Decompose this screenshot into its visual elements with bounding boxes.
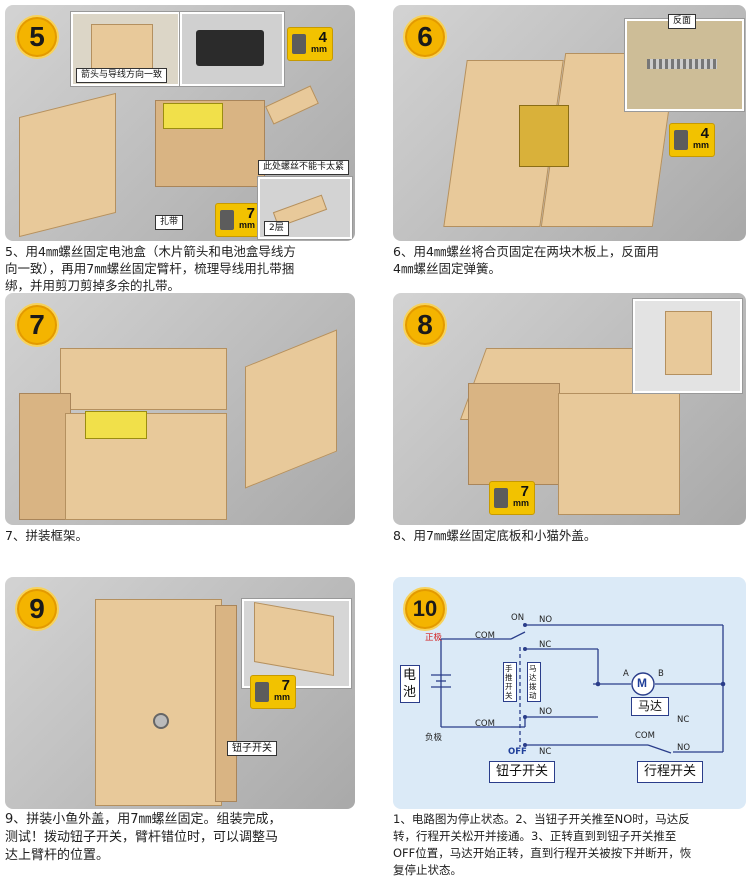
step10-caption-line2: 转，行程开关松开并接通。3、正转直到到钮子开关推至 bbox=[393, 829, 677, 843]
step5-caption-line1: 5、用4㎜螺丝固定电池盒（木片箭头和电池盒导线方 bbox=[5, 244, 296, 259]
step9-inset-lid bbox=[242, 599, 351, 688]
circuit-wires bbox=[431, 623, 726, 754]
com-top-label: COM bbox=[475, 631, 495, 641]
nc-bottom-label: NC bbox=[539, 747, 552, 757]
step7-photo: 7 bbox=[5, 293, 355, 525]
toggle-switch bbox=[153, 713, 169, 729]
wood-piece bbox=[91, 24, 153, 70]
step6-number-badge: 6 bbox=[403, 15, 447, 59]
step5-caption-line3: 绑，并用剪刀剪掉多余的扎带。 bbox=[5, 278, 181, 293]
step8-caption: 8、用7㎜螺丝固定底板和小猫外盖。 bbox=[393, 527, 748, 544]
toggle-switch-box: 钮子开关 bbox=[489, 761, 556, 783]
frame-back bbox=[60, 348, 227, 410]
com-bottom-label: COM bbox=[475, 719, 495, 729]
step5-number-badge: 5 bbox=[15, 15, 59, 59]
no-mid-label: NO bbox=[539, 707, 553, 717]
battery-box bbox=[196, 30, 264, 66]
off-label: OFF bbox=[508, 747, 527, 757]
motor-label: 马达 bbox=[631, 697, 670, 716]
positive-label: 正极 bbox=[425, 633, 443, 643]
step6-caption-line1: 6、用4㎜螺丝将合页固定在两块木板上，反面用 bbox=[393, 244, 659, 259]
step10-caption-line4: 复停止状态。 bbox=[393, 863, 462, 877]
step7-number-badge: 7 bbox=[15, 303, 59, 347]
negative-label: 负极 bbox=[425, 733, 443, 743]
hinge bbox=[519, 105, 569, 167]
step6-inset-reverse bbox=[625, 19, 744, 111]
step8-number-badge: 8 bbox=[403, 303, 447, 347]
motor-a-label: A bbox=[623, 669, 629, 679]
step6-caption-line2: 4㎜螺丝固定弹簧。 bbox=[393, 261, 501, 276]
motor-b-label: B bbox=[658, 669, 664, 679]
step10-caption-line1: 1、电路图为停止状态。2、当钮子开关推至NO时，马达反 bbox=[393, 812, 690, 826]
gear-motor bbox=[163, 103, 223, 129]
limit-nc-label: NC bbox=[677, 715, 690, 725]
box-side bbox=[215, 605, 237, 802]
fish-lid-panel bbox=[254, 601, 334, 677]
nc-top-label: NC bbox=[539, 640, 552, 650]
two-layers-tag: 2层 bbox=[264, 221, 289, 236]
cable-tie-tag: 扎带 bbox=[155, 215, 184, 230]
toggle-switch-tag: 钮子开关 bbox=[227, 741, 277, 756]
push-toggle-note: 手推开关 bbox=[503, 662, 517, 702]
small-box bbox=[665, 311, 712, 375]
step9-number-badge: 9 bbox=[15, 587, 59, 631]
step6-caption: 6、用4㎜螺丝将合页固定在两块木板上，反面用 4㎜螺丝固定弹簧。 bbox=[393, 243, 748, 277]
step9-caption-line2: 测试！拨动钮子开关，臂杆错位时，可以调整马 bbox=[5, 830, 279, 845]
step10-number-badge: 10 bbox=[403, 587, 447, 631]
cat-lid-panel bbox=[19, 92, 116, 238]
step5-caption-line2: 向一致），再用7㎜螺丝固定臂杆，梳理导线用扎带捆 bbox=[5, 261, 295, 276]
cat-lid-panel bbox=[245, 329, 337, 489]
battery-label: 电池 bbox=[400, 665, 420, 703]
step9-caption-line1: 9、拼装小鱼外盖，用7㎜螺丝固定。组装完成， bbox=[5, 812, 282, 827]
motor-symbol-letter: M bbox=[637, 676, 647, 690]
limit-no-label: NO bbox=[677, 743, 691, 753]
limit-switch-box: 行程开关 bbox=[637, 761, 704, 783]
step8-caption-line1: 8、用7㎜螺丝固定底板和小猫外盖。 bbox=[393, 528, 597, 543]
step10-caption-line3: OFF位置，马达开始正转，直到行程开关被按下并断开，恢 bbox=[393, 846, 692, 860]
gear-motor bbox=[85, 411, 147, 439]
limit-com-label: COM bbox=[635, 731, 655, 741]
box-left-side bbox=[468, 383, 560, 485]
arrow-align-tag: 箭头与导线方向一致 bbox=[76, 68, 168, 83]
on-label: ON bbox=[511, 613, 525, 623]
step8-inset-box bbox=[633, 299, 742, 393]
reverse-side-tag: 反面 bbox=[668, 14, 697, 29]
step5-caption: 5、用4㎜螺丝固定电池盒（木片箭头和电池盒导线方 向一致），再用7㎜螺丝固定臂杆… bbox=[5, 243, 360, 294]
step9-caption-line3: 达上臂杆的位置。 bbox=[5, 848, 110, 863]
no-tight-tag: 此处螺丝不能卡太紧 bbox=[258, 160, 350, 175]
motor-drive-note: 马达拨动 bbox=[527, 662, 541, 702]
spring bbox=[647, 59, 717, 69]
frame-left bbox=[19, 393, 71, 520]
step5-inset-arm: 2层 bbox=[258, 177, 352, 239]
box-front bbox=[558, 393, 680, 515]
step5-inset-battery-arrow: 箭头与导线方向一致 bbox=[71, 12, 180, 86]
step9-caption: 9、拼装小鱼外盖，用7㎜螺丝固定。组装完成， 测试！拨动钮子开关，臂杆错位时，可… bbox=[5, 811, 360, 865]
step5-inset-battery-box bbox=[180, 12, 284, 86]
step7-caption: 7、拼装框架。 bbox=[5, 527, 360, 544]
fish-lid-box bbox=[95, 599, 222, 806]
no-top-label: NO bbox=[539, 615, 553, 625]
arm-lever bbox=[265, 85, 319, 125]
step7-caption-line1: 7、拼装框架。 bbox=[5, 528, 88, 543]
step10-circuit-diagram: 10 bbox=[393, 577, 746, 809]
step10-caption: 1、电路图为停止状态。2、当钮子开关推至NO时，马达反 转，行程开关松开并接通。… bbox=[393, 811, 750, 879]
